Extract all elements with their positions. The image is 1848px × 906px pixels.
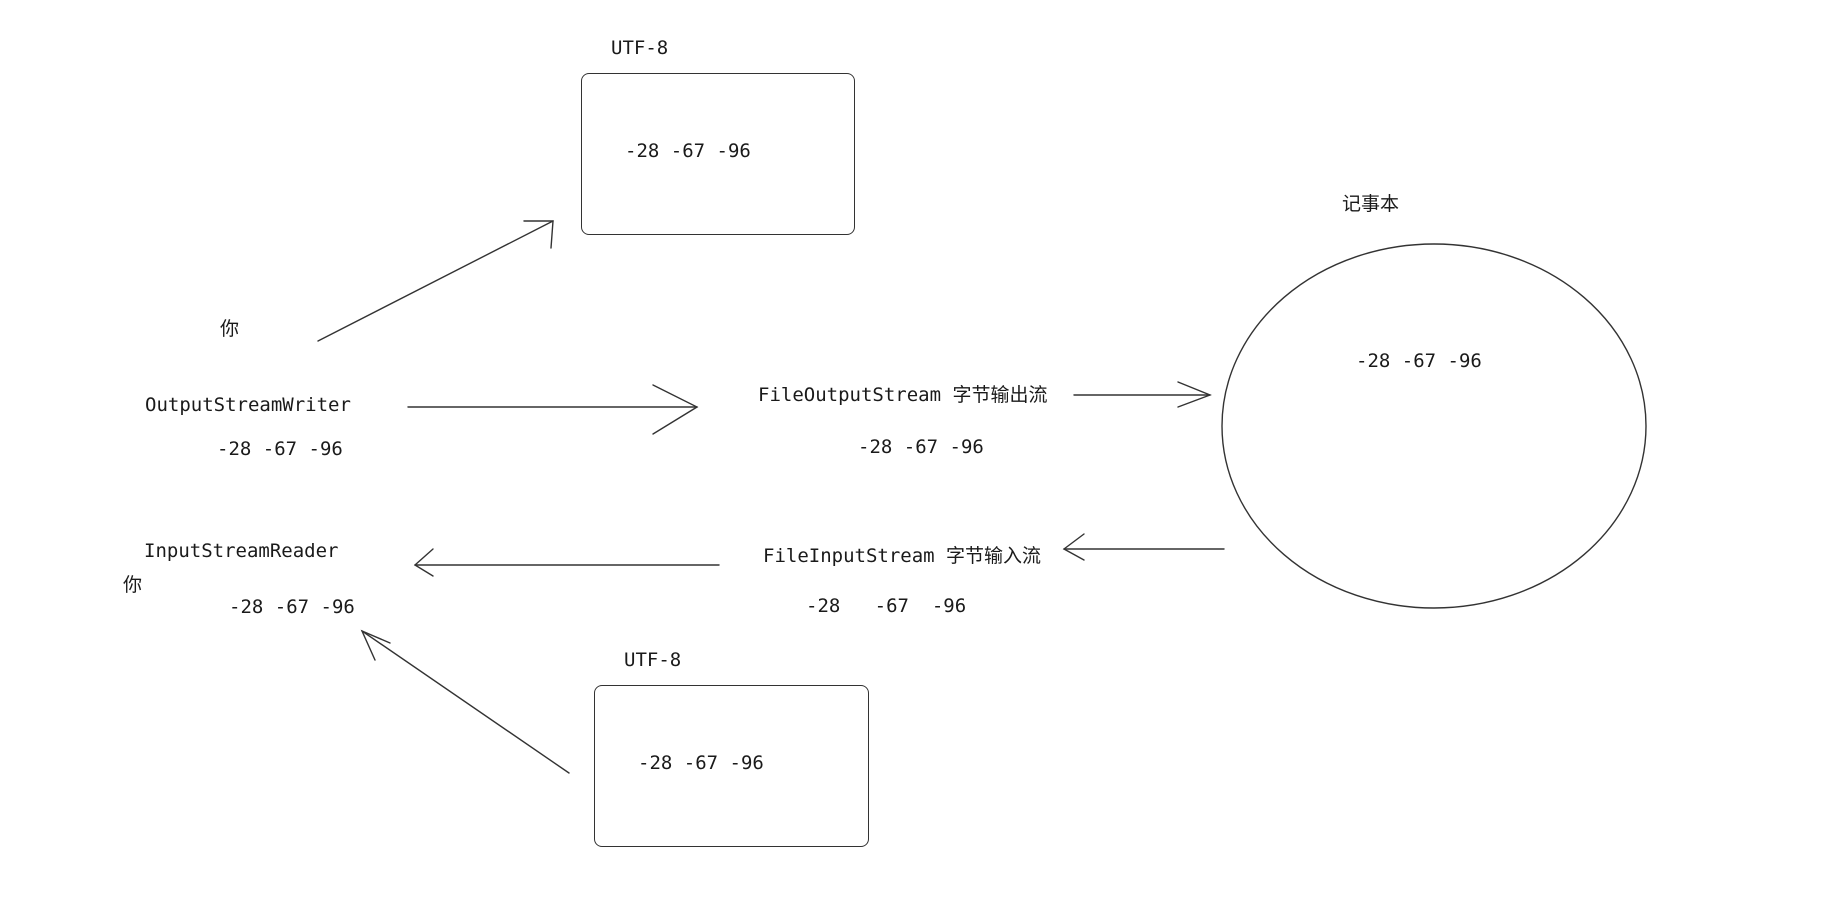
top-encoding-bytes: -28 -67 -96 bbox=[625, 140, 751, 162]
arrow-file-input-to-reader bbox=[413, 548, 720, 577]
bottom-encoding-box: -28 -67 -96 bbox=[594, 685, 869, 847]
bottom-encoding-bytes: -28 -67 -96 bbox=[638, 752, 764, 774]
writer-char: 你 bbox=[220, 318, 240, 340]
writer-label: OutputStreamWriter bbox=[145, 394, 351, 416]
reader-bytes: -28 -67 -96 bbox=[229, 596, 355, 618]
file-input-bytes: -28 -67 -96 bbox=[806, 595, 967, 617]
arrow-notepad-to-file-input bbox=[1062, 533, 1225, 561]
top-encoding-box: -28 -67 -96 bbox=[581, 73, 855, 235]
arrow-decoder-to-reader bbox=[360, 629, 570, 774]
file-output-label: FileOutputStream 字节输出流 bbox=[758, 384, 1048, 406]
arrow-writer-to-encoder bbox=[317, 220, 554, 342]
notepad-bytes: -28 -67 -96 bbox=[1356, 350, 1482, 372]
top-encoding-title: UTF-8 bbox=[611, 37, 669, 59]
reader-label: InputStreamReader bbox=[144, 540, 339, 562]
bottom-encoding-title: UTF-8 bbox=[624, 649, 682, 671]
writer-bytes: -28 -67 -96 bbox=[217, 438, 343, 460]
notepad-title: 记事本 bbox=[1342, 193, 1400, 215]
arrow-writer-to-file-output bbox=[407, 384, 699, 435]
file-output-bytes: -28 -67 -96 bbox=[858, 436, 984, 458]
reader-char: 你 bbox=[123, 574, 143, 596]
file-input-label: FileInputStream 字节输入流 bbox=[763, 545, 1042, 567]
arrow-file-output-to-notepad bbox=[1073, 381, 1212, 408]
notepad-circle bbox=[1221, 243, 1647, 609]
